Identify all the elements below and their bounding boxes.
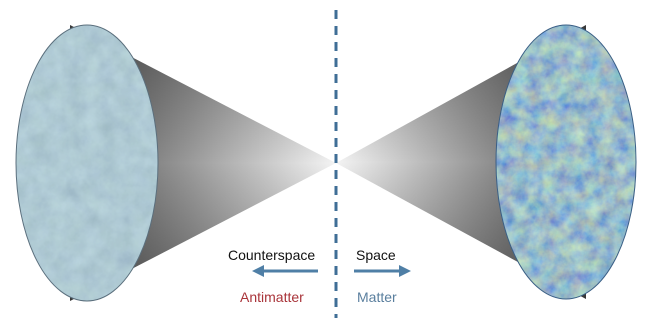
arrow-left-icon bbox=[252, 265, 318, 277]
antimatter-label: Antimatter bbox=[240, 289, 304, 305]
left-cmb-disc bbox=[15, 24, 159, 302]
arrow-right-icon bbox=[354, 265, 411, 277]
matter-label: Matter bbox=[357, 289, 397, 305]
right-cmb-disc bbox=[495, 24, 637, 300]
space-label: Space bbox=[356, 247, 396, 263]
counterspace-label: Counterspace bbox=[228, 247, 316, 263]
